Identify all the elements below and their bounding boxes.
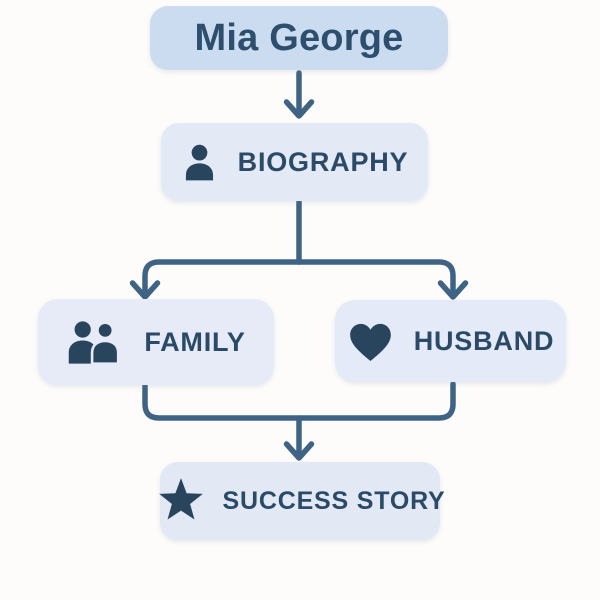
node-family: FAMILY xyxy=(38,299,274,385)
heart-icon xyxy=(347,320,394,363)
arrow-branch-to-family-head xyxy=(129,280,161,300)
people-icon xyxy=(66,319,124,366)
star-icon xyxy=(155,476,207,526)
node-mia-george-label: Mia George xyxy=(194,16,404,59)
arrow-biography-branch-rail xyxy=(142,259,456,295)
node-husband: HUSBAND xyxy=(335,300,566,382)
node-husband-label: HUSBAND xyxy=(413,325,555,356)
arrow-branch-to-husband-head xyxy=(437,280,469,300)
node-biography: BIOGRAPHY xyxy=(161,123,428,201)
arrow-root-to-biography-head xyxy=(283,99,315,119)
node-mia-george: Mia George xyxy=(150,6,448,70)
node-success-story: SUCCESS STORY xyxy=(158,462,445,540)
arrow-merge-to-success-head xyxy=(283,441,315,461)
node-success-story-label: SUCCESS STORY xyxy=(222,486,446,515)
arrow-merge-rail xyxy=(142,381,456,421)
person-icon xyxy=(181,141,218,184)
node-biography-label: BIOGRAPHY xyxy=(237,146,409,177)
node-family-label: FAMILY xyxy=(144,326,246,357)
